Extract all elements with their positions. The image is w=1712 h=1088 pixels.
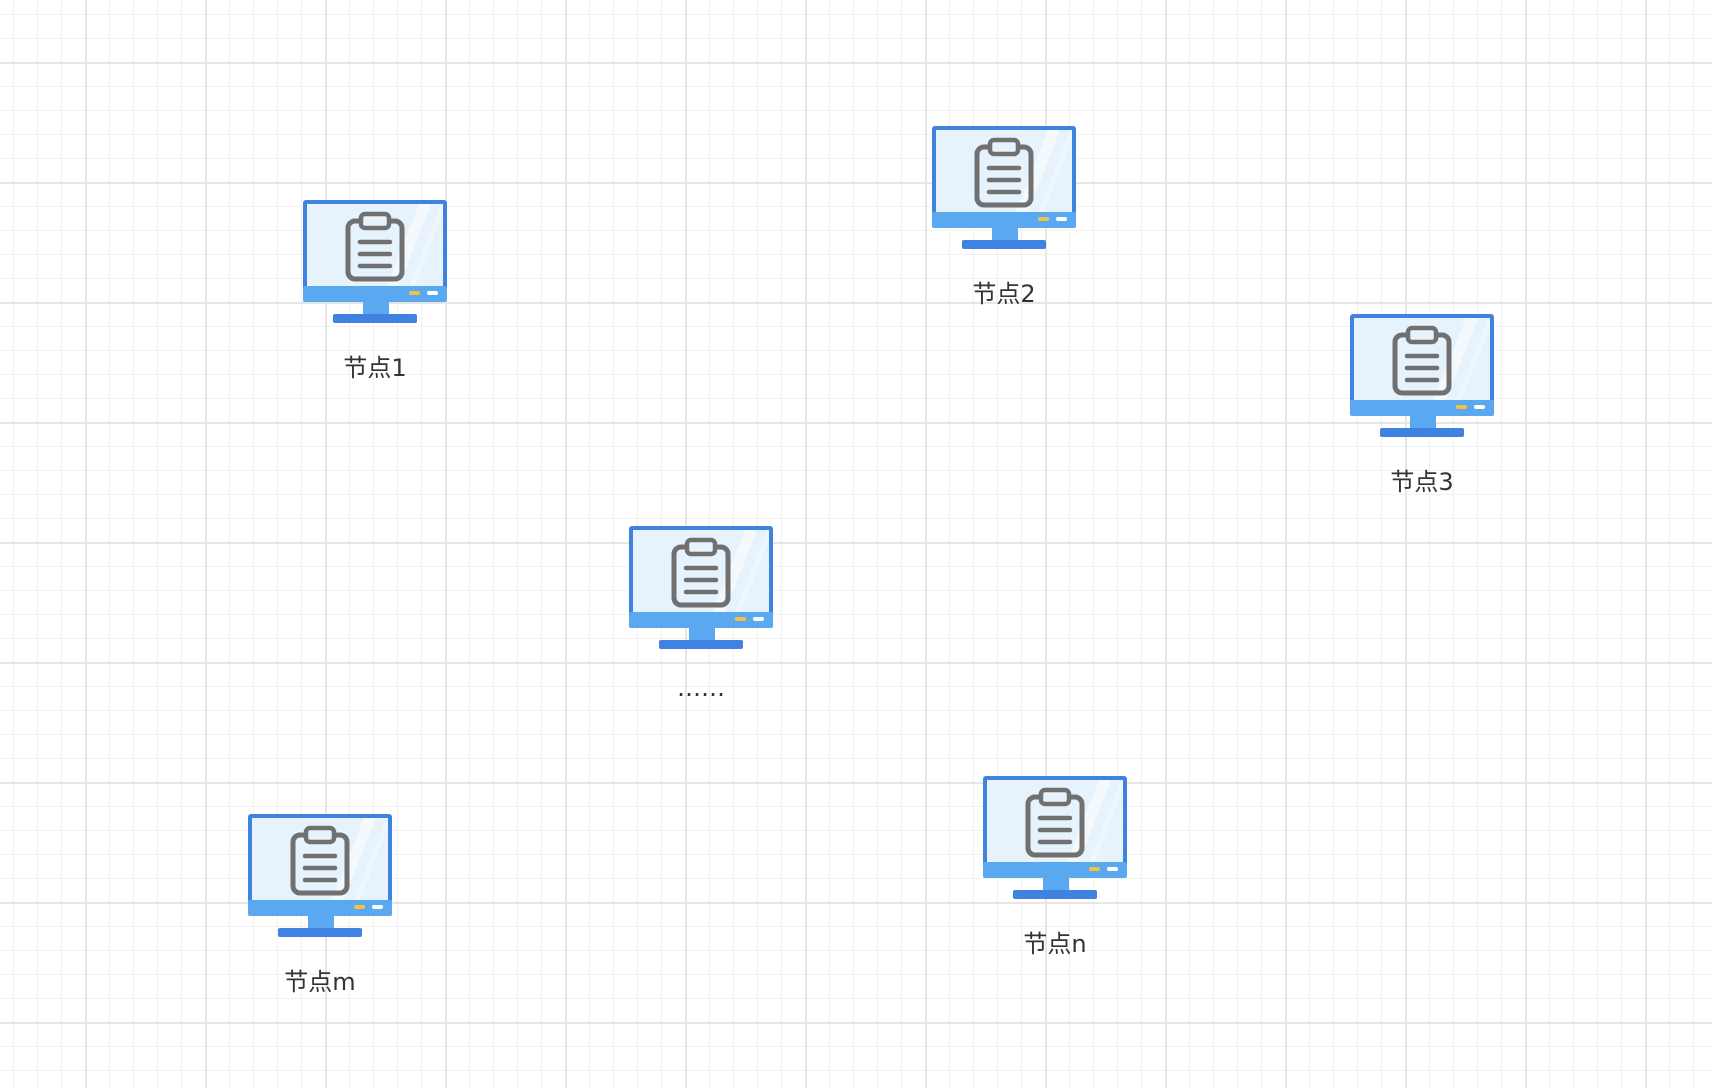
node-label: 节点n bbox=[1023, 930, 1087, 958]
node-2[interactable]: 节点2 bbox=[929, 124, 1079, 314]
monitor-clipboard-icon bbox=[301, 198, 449, 334]
monitor-clipboard-icon bbox=[1348, 312, 1496, 448]
node-ellipsis[interactable]: …… bbox=[626, 524, 776, 714]
monitor-clipboard-icon bbox=[246, 812, 394, 948]
node-label: 节点m bbox=[284, 968, 356, 996]
node-3[interactable]: 节点3 bbox=[1347, 312, 1497, 502]
node-label: 节点3 bbox=[1390, 468, 1454, 496]
monitor-clipboard-icon bbox=[930, 124, 1078, 260]
node-n[interactable]: 节点n bbox=[980, 774, 1130, 964]
node-label: 节点2 bbox=[972, 280, 1036, 308]
node-m[interactable]: 节点m bbox=[245, 812, 395, 1002]
node-label: …… bbox=[677, 674, 725, 702]
node-1[interactable]: 节点1 bbox=[300, 198, 450, 388]
monitor-clipboard-icon bbox=[981, 774, 1129, 910]
node-label: 节点1 bbox=[343, 354, 407, 382]
monitor-clipboard-icon bbox=[627, 524, 775, 660]
